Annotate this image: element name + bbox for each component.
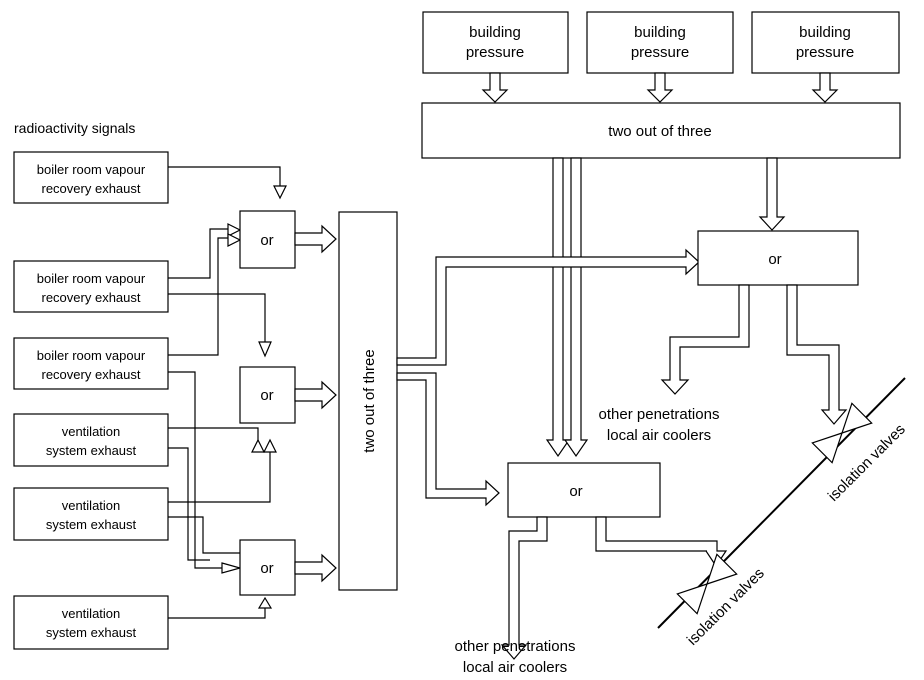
svg-text:system exhaust: system exhaust — [46, 517, 137, 532]
svg-text:ventilation: ventilation — [62, 424, 121, 439]
svg-text:local air coolers: local air coolers — [463, 659, 567, 676]
pressure-box-1: building pressure — [422, 11, 569, 74]
pressure-arrows — [481, 72, 839, 103]
vote-outputs — [396, 248, 700, 507]
svg-text:system exhaust: system exhaust — [46, 625, 137, 640]
signal-box-6: ventilation system exhaust — [13, 595, 169, 650]
other-penetrations-lower: other penetrations local air coolers — [455, 638, 576, 676]
isolation-valve-lower — [676, 553, 738, 615]
svg-text:system exhaust: system exhaust — [46, 443, 137, 458]
svg-text:boiler room vapour: boiler room vapour — [37, 348, 146, 363]
two-out-of-three-pressure: two out of three — [421, 102, 901, 159]
svg-text:pressure: pressure — [631, 44, 689, 61]
signal-box-5: ventilation system exhaust — [13, 487, 169, 541]
signal-box-3: boiler room vapour recovery exhaust — [13, 337, 169, 390]
or-gate-3: or — [239, 539, 296, 596]
svg-text:two out of three: two out of three — [361, 349, 378, 452]
or-gate-1: or — [239, 210, 296, 269]
or-to-vote-arrows — [294, 224, 337, 583]
svg-text:recovery exhaust: recovery exhaust — [42, 290, 141, 305]
svg-text:or: or — [260, 560, 273, 577]
svg-text:or: or — [768, 251, 781, 268]
svg-text:other penetrations: other penetrations — [599, 406, 720, 423]
pressure-box-2: building pressure — [586, 11, 734, 74]
svg-text:or: or — [260, 387, 273, 404]
svg-text:local air coolers: local air coolers — [607, 427, 711, 444]
svg-text:building: building — [799, 24, 851, 41]
or-gate-2: or — [239, 366, 296, 424]
svg-text:boiler room vapour: boiler room vapour — [37, 271, 146, 286]
svg-text:or: or — [260, 232, 273, 249]
or-gate-lower: or — [507, 462, 661, 518]
right-or-outputs — [660, 284, 848, 425]
svg-text:boiler room vapour: boiler room vapour — [37, 162, 146, 177]
pressure-box-3: building pressure — [751, 11, 900, 74]
signal-box-2: boiler room vapour recovery exhaust — [13, 260, 169, 313]
svg-text:ventilation: ventilation — [62, 606, 121, 621]
signal-box-1: boiler room vapour recovery exhaust — [13, 151, 169, 204]
svg-text:or: or — [569, 483, 582, 500]
isolation-valve-upper — [811, 402, 873, 464]
svg-text:pressure: pressure — [466, 44, 524, 61]
svg-text:building: building — [469, 24, 521, 41]
svg-text:recovery exhaust: recovery exhaust — [42, 181, 141, 196]
svg-text:pressure: pressure — [796, 44, 854, 61]
radioactivity-signals-heading: radioactivity signals — [14, 120, 135, 136]
or-gate-right: or — [697, 230, 859, 286]
two-out-of-three-signals: two out of three — [338, 211, 398, 591]
svg-text:recovery exhaust: recovery exhaust — [42, 367, 141, 382]
svg-text:ventilation: ventilation — [62, 498, 121, 513]
svg-text:two out of three: two out of three — [608, 123, 711, 140]
signal-box-4: ventilation system exhaust — [13, 413, 169, 467]
svg-text:other penetrations: other penetrations — [455, 638, 576, 655]
other-penetrations-upper: other penetrations local air coolers — [599, 406, 720, 444]
pressure-vote-outputs — [545, 157, 786, 458]
lower-or-outputs — [500, 516, 728, 660]
isolation-valves-label-upper: isolation valves — [825, 421, 909, 505]
svg-text:building: building — [634, 24, 686, 41]
